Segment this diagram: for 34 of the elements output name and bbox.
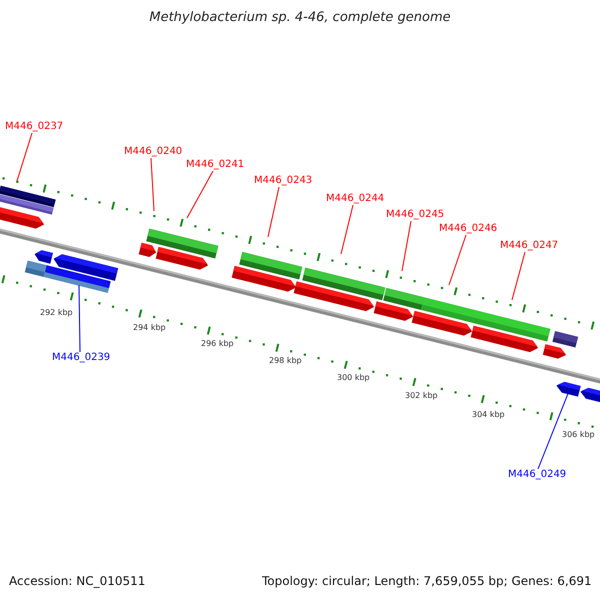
- tick-label: 296 kbp: [201, 340, 234, 348]
- gene-label: M446_0245: [386, 210, 444, 220]
- gene-arrow: [44, 265, 111, 293]
- title: Methylobacterium sp. 4-46, complete genome: [148, 11, 452, 24]
- gene-arrow: [556, 382, 581, 397]
- tick-label: 306 kbp: [562, 431, 595, 439]
- gene-label: M446_0243: [254, 176, 312, 186]
- genome-info-text: Topology: circular; Length: 7,659,055 bp; Genes: 6,691: [262, 575, 592, 587]
- leader-line: [340, 204, 354, 254]
- leader-line: [16, 132, 32, 182]
- leader-line: [78, 284, 80, 352]
- leader-line: [186, 170, 214, 218]
- tick-label: 294 kbp: [133, 324, 166, 332]
- leader-line: [150, 158, 154, 212]
- gene-label: M446_0240: [124, 147, 182, 157]
- gene-label: M446_0237: [5, 122, 64, 132]
- tick-label: 302 kbp: [405, 392, 438, 400]
- gene-label: M446_0241: [186, 160, 244, 170]
- leader-line: [538, 393, 568, 470]
- leader-line: [512, 252, 526, 300]
- leader-line: [268, 186, 280, 238]
- gene-label: M446_0249: [508, 470, 566, 480]
- leader-line: [402, 220, 412, 272]
- leader-line: [448, 234, 466, 286]
- gene-label: M446_0239: [52, 353, 110, 363]
- tick-label: 292 kbp: [40, 309, 73, 317]
- gene-arrow: [580, 388, 600, 404]
- gene-label: M446_0247: [500, 241, 558, 251]
- tick-label: 304 kbp: [472, 411, 505, 419]
- gene-label: M446_0244: [326, 194, 384, 204]
- tick-label: 298 kbp: [269, 357, 302, 365]
- accession-text: Accession: NC_010511: [9, 575, 146, 587]
- gene-label: M446_0246: [439, 224, 498, 234]
- tick-label: 300 kbp: [337, 374, 370, 382]
